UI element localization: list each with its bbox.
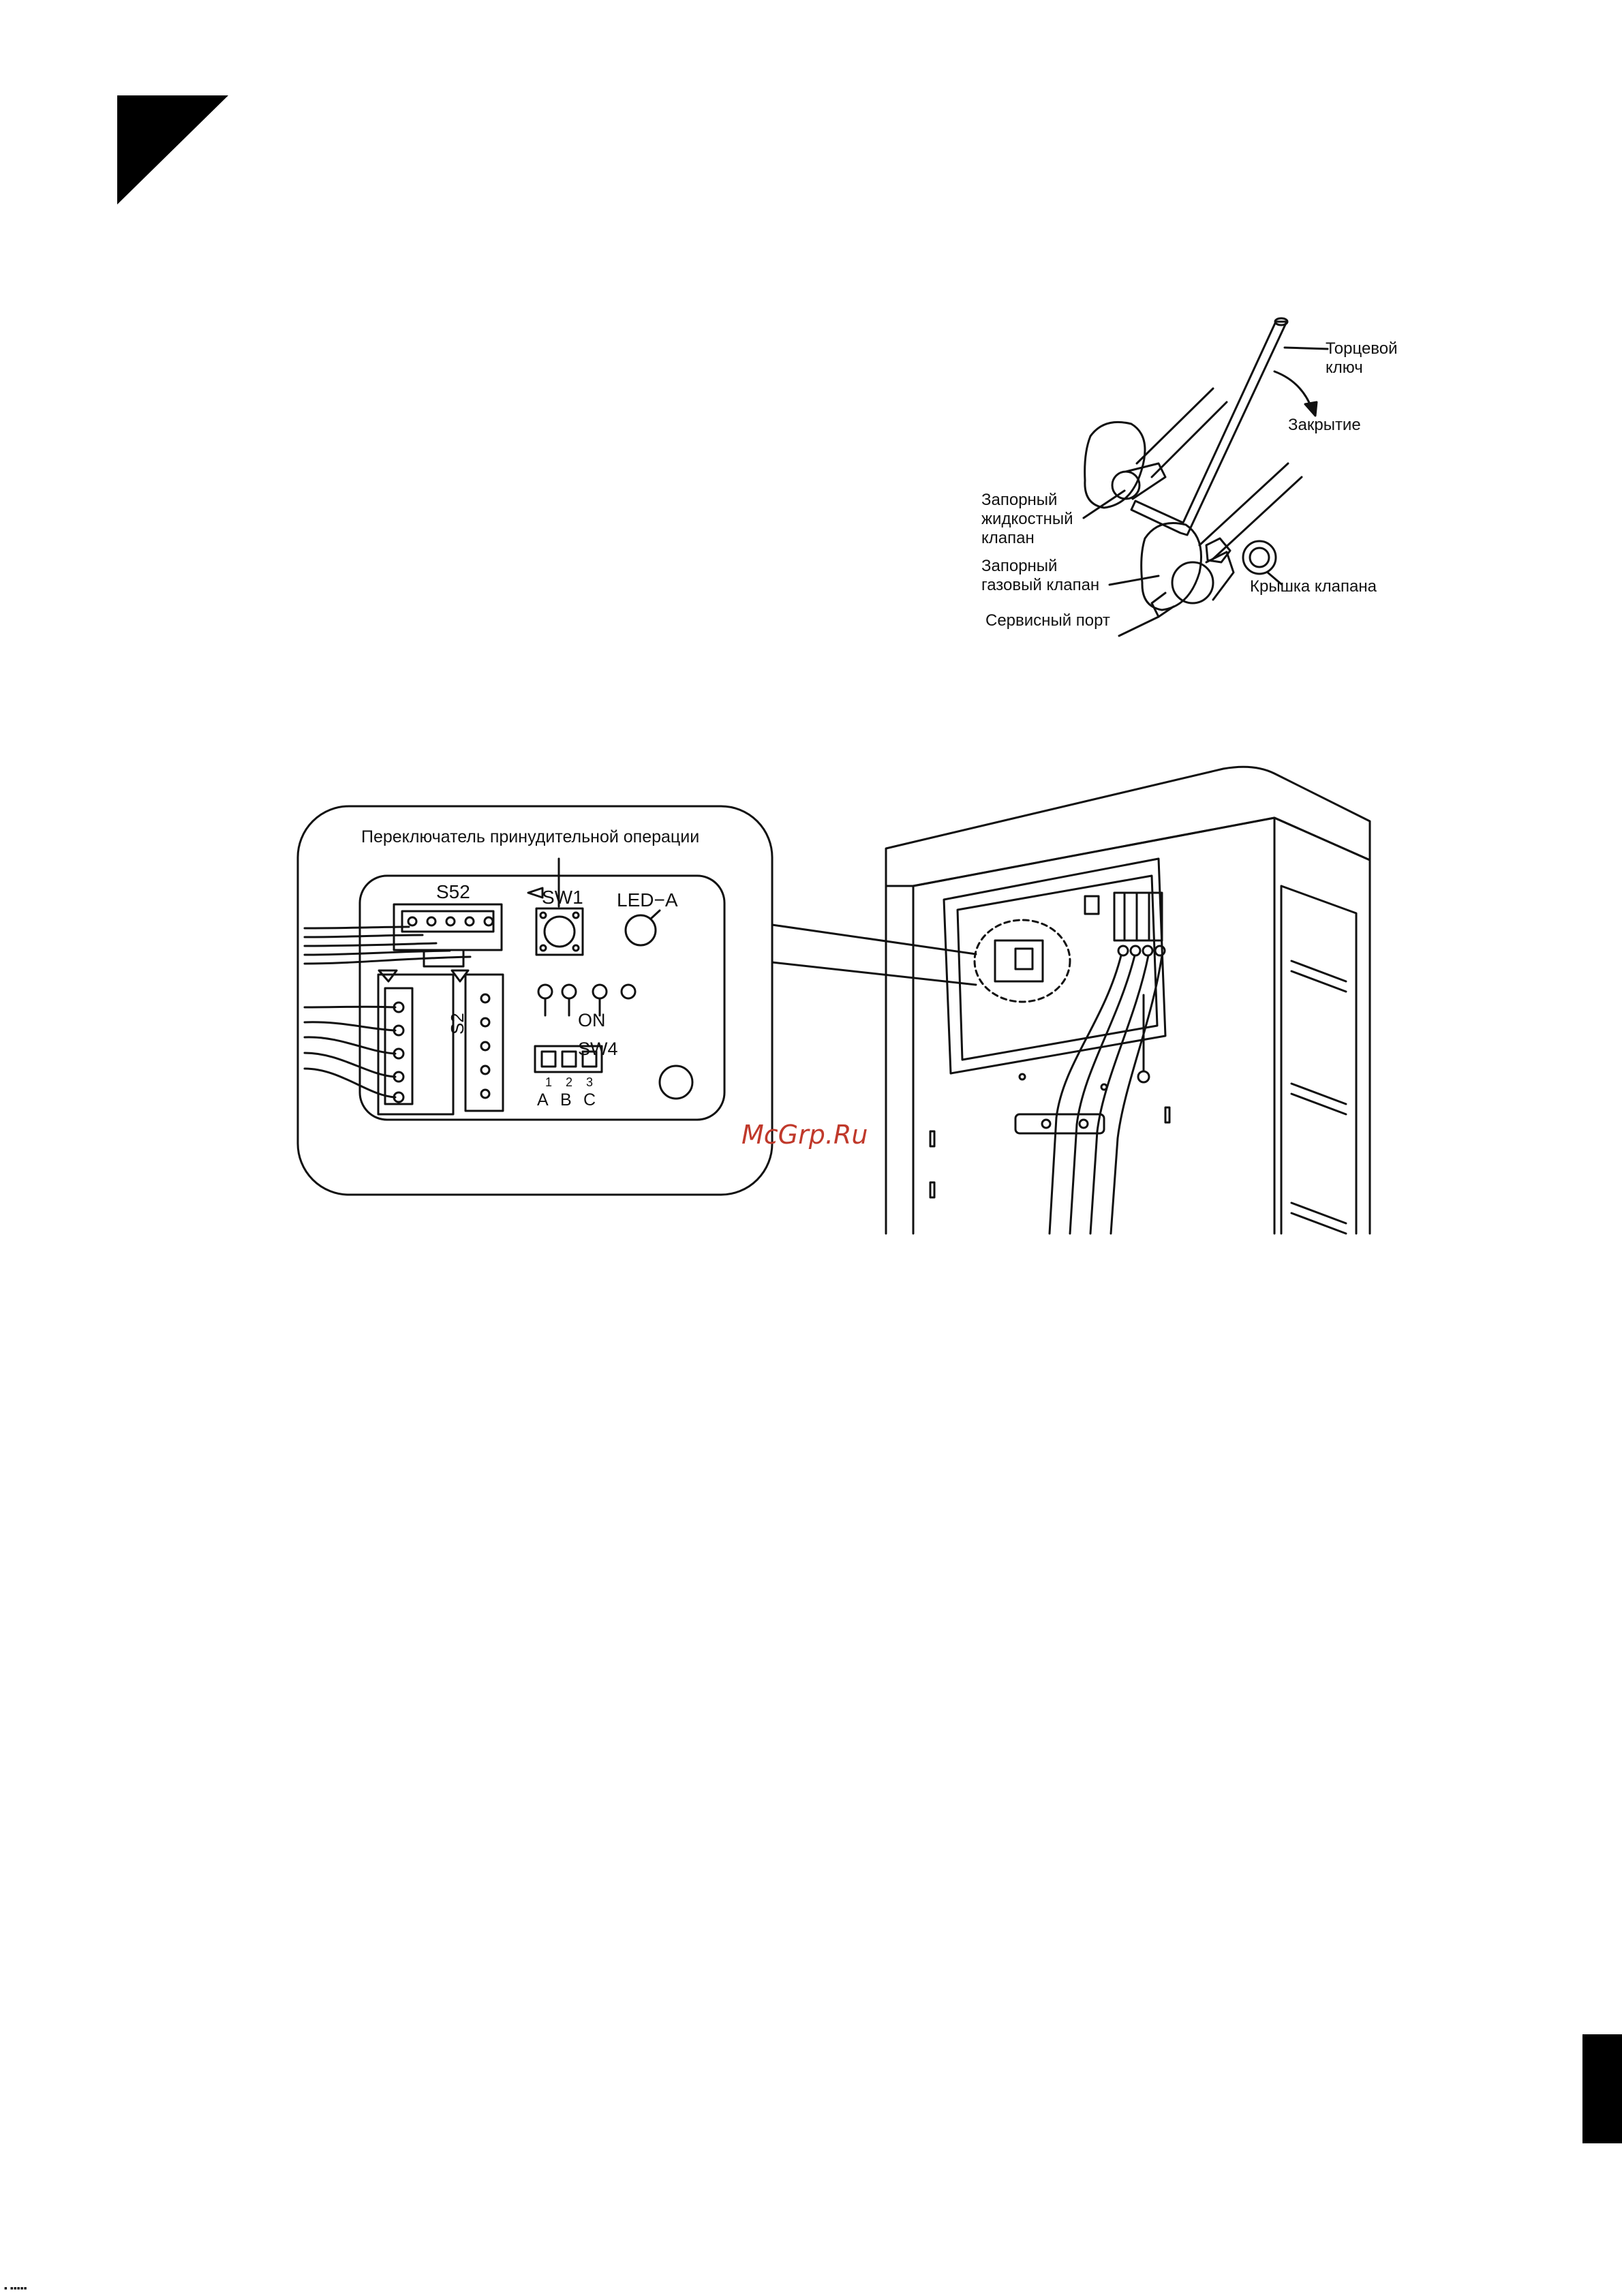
panel-slot-3 (1165, 1107, 1169, 1122)
label-dip-letter-a: A (537, 1090, 549, 1109)
leader-hex-wrench (1285, 348, 1328, 349)
panel-hole-1 (1020, 1074, 1025, 1080)
gas-valve-flange (1142, 523, 1202, 611)
panel-slot-2 (930, 1182, 934, 1197)
label-liquid-valve-1: Запорный (981, 491, 1057, 509)
label-gas-valve-1: Запорный (981, 557, 1057, 575)
label-dip-number-3: 3 (586, 1075, 593, 1089)
grille-slot-3 (1291, 1084, 1346, 1104)
terminal-screw-1 (1118, 946, 1128, 955)
label-dip-letter-c: C (583, 1090, 596, 1109)
grille-slot-5 (1291, 1203, 1346, 1223)
label-hex-wrench-2: ключ (1326, 358, 1363, 377)
unit-lid-edge (886, 886, 913, 1234)
valve-cap (1243, 541, 1276, 574)
label-valve-cap: Крышка клапана (1250, 577, 1377, 596)
label-liquid-valve-3: клапан (981, 529, 1035, 547)
grille-slot-4 (1291, 1094, 1346, 1114)
label-dip-on: ON (578, 1010, 606, 1030)
label-hex-wrench-1: Торцевой (1326, 339, 1398, 358)
corner-triangle-mark (117, 95, 228, 204)
label-dip-letter-b: B (560, 1090, 572, 1109)
gas-valve-nut (1206, 538, 1230, 562)
cables (1050, 955, 1162, 1234)
small-part (1085, 896, 1099, 914)
label-forced-operation-switch: Переключатель принудительной операции (361, 827, 699, 846)
terminal-screw-3 (1143, 946, 1152, 955)
mini-board-chip (1015, 949, 1032, 969)
label-dip-number-2: 2 (566, 1075, 572, 1089)
label-sw1: SW1 (542, 887, 583, 908)
ground-screw (1138, 1071, 1149, 1082)
service-port (1152, 593, 1174, 617)
grille-slot-6 (1291, 1213, 1346, 1234)
section-tab-mark (1582, 2034, 1622, 2143)
label-service-port: Сервисный порт (985, 611, 1110, 630)
leader-service-port (1119, 617, 1159, 636)
control-box-inner (958, 876, 1157, 1060)
clamp-screw-2 (1080, 1120, 1088, 1128)
outdoor-unit (886, 767, 1370, 1234)
board-detail-callout (298, 806, 976, 1195)
grille-slot-1 (1291, 961, 1346, 981)
valve-cap-inner (1250, 548, 1269, 567)
cable-clamp (1015, 1114, 1104, 1133)
callout-frame (298, 806, 772, 1195)
grille-slot-2 (1291, 971, 1346, 992)
label-sw4: SW4 (578, 1039, 618, 1059)
label-s2: S2 (447, 1013, 468, 1035)
label-closing: Закрытие (1288, 416, 1361, 434)
hex-wrench (1131, 322, 1287, 535)
closing-arrow-head (1305, 402, 1317, 416)
label-s52: S52 (436, 881, 470, 902)
gas-valve-body (1172, 562, 1213, 603)
leader-gas-valve (1110, 576, 1159, 585)
terminal-screw-2 (1131, 946, 1140, 955)
terminal-dividers (1124, 893, 1149, 940)
label-gas-valve-2: газовый клапан (981, 576, 1099, 594)
terminal-screw-4 (1155, 946, 1165, 955)
panel-slot-1 (930, 1131, 934, 1146)
footer-mark: ▪ ▪▪▪▪▪ (4, 2282, 27, 2293)
label-dip-number-1: 1 (545, 1075, 552, 1089)
unit-front-top (913, 818, 1274, 886)
panel-hole-2 (1101, 1084, 1107, 1090)
unit-side-grille (1281, 886, 1356, 1234)
label-liquid-valve-2: жидкостный (981, 510, 1073, 528)
watermark: McGrp.Ru (741, 1120, 868, 1150)
clamp-screw-1 (1042, 1120, 1050, 1128)
label-led-a: LED−A (617, 889, 678, 910)
unit-top-lid (886, 767, 1370, 886)
mini-board (995, 940, 1043, 981)
board-highlight-circle (975, 920, 1070, 1002)
